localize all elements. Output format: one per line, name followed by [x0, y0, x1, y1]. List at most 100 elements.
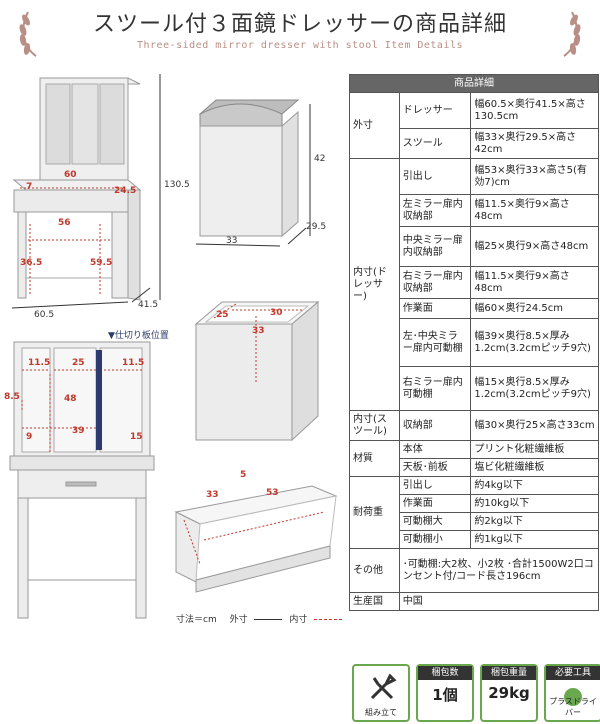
spec-val: 中国 — [398, 592, 600, 611]
dim-leg-gap: 56 — [58, 218, 71, 228]
spec-val: 約2kg以下 — [470, 512, 599, 531]
assembly-caption: 組み立て — [365, 708, 397, 717]
dim-drawer-width: 53 — [266, 488, 279, 498]
spec-val: ･可動棚:大2枚、小2枚 ･合計1500W2口コンセント付/コード長さ196cm — [398, 548, 600, 593]
dim-depth: 41.5 — [138, 300, 159, 310]
spec-val: 塩ビ化粧繊維板 — [470, 458, 599, 477]
laurel-left-icon — [19, 11, 37, 57]
product-illustrations — [9, 74, 338, 619]
package-count-value: 1個 — [432, 686, 458, 704]
spec-cat: その他 — [349, 548, 400, 593]
dim-drawer-height: 5 — [240, 470, 247, 480]
spec-sub: 引出し — [398, 476, 472, 495]
spec-val: 幅39×奥行8.5×厚み1.2cm(3.2cmピッチ9穴) — [470, 318, 599, 367]
spec-cat: 外寸 — [349, 92, 400, 159]
info-icons: 組み立て 梱包数 1個 梱包重量 29kg 必要工具 プラスドライバー — [352, 664, 600, 724]
screwdriver-icon — [564, 688, 582, 706]
dresser-front-illustration — [9, 341, 155, 619]
spec-sub: 作業面 — [398, 298, 472, 319]
package-weight-badge: 梱包重量 29kg — [480, 664, 538, 722]
dim-stool-depth: 29.5 — [306, 222, 327, 232]
dim-side: 24.5 — [114, 186, 137, 196]
spec-sub: 作業面 — [398, 494, 472, 513]
dim-counter-w: 39 — [72, 426, 85, 436]
spec-table: 商品詳細 外寸 ドレッサー 幅60.5×奥行41.5×高さ130.5cm スツー… — [349, 74, 600, 611]
spec-val: 幅11.5×奥行9×高さ48cm — [470, 194, 599, 227]
dim-stool-width: 33 — [226, 236, 238, 246]
spec-sub: 右ミラー扉内可動棚 — [398, 366, 472, 411]
spec-sub: 天板･前板 — [398, 458, 472, 477]
inner-label: 内寸 — [289, 615, 308, 625]
dim-box-depth: 25 — [216, 310, 229, 320]
spec-val: 約10kg以下 — [470, 494, 599, 513]
page-header: スツール付３面鏡ドレッサーの商品詳細 Three-sided mirror dr… — [0, 0, 600, 64]
required-tools-badge: 必要工具 プラスドライバー — [544, 664, 600, 722]
dim-center-w: 25 — [72, 358, 85, 368]
spec-cat: 内寸(スツール) — [349, 410, 400, 441]
spec-sub: 右ミラー扉内収納部 — [398, 266, 472, 299]
spec-val: 幅15×奥行8.5×厚み1.2cm(3.2cmピッチ9穴) — [470, 366, 599, 411]
spec-cat: 材質 — [349, 440, 400, 477]
page-subtitle: Three-sided mirror dresser with stool It… — [136, 40, 464, 51]
page-title: スツール付３面鏡ドレッサーの商品詳細 — [92, 12, 507, 37]
dim-shelf-h: 48 — [64, 394, 77, 404]
spec-sub: 中央ミラー扉内収納部 — [398, 226, 472, 267]
package-weight-head: 梱包重量 — [482, 666, 536, 680]
dim-bottom-l: 9 — [26, 432, 33, 442]
package-count-head: 梱包数 — [418, 666, 472, 680]
drawer-illustration — [174, 485, 338, 593]
dim-width: 60.5 — [34, 310, 55, 320]
required-tools-caption: プラスドライバー — [549, 697, 597, 717]
assembly-badge: 組み立て — [352, 664, 410, 722]
spec-cat: 耐荷重 — [349, 476, 400, 549]
package-count-badge: 梱包数 1個 — [416, 664, 474, 722]
spec-cat: 生産国 — [349, 592, 400, 611]
dim-right-w: 11.5 — [122, 358, 145, 368]
spec-val: 幅11.5×奥行9×高さ48cm — [470, 266, 599, 299]
spec-sub: 本体 — [398, 440, 472, 459]
dim-gap: 8.5 — [4, 392, 20, 402]
illustration-panel: 130.5 60 24.5 7 56 36.5 59.5 60.5 41.5 4… — [0, 64, 348, 654]
inner-line — [314, 619, 343, 620]
spec-header: 商品詳細 — [349, 74, 599, 93]
spec-val: 幅33×奥行29.5×高さ42cm — [470, 128, 599, 159]
spec-sub: ドレッサー — [398, 92, 472, 129]
spec-val: プリント化粧繊維板 — [470, 440, 599, 459]
spec-sub: 収納部 — [398, 410, 472, 441]
partition-note: ▼仕切り板位置 — [108, 331, 169, 341]
spec-val: 幅60.5×奥行41.5×高さ130.5cm — [470, 92, 599, 129]
dim-box-width: 30 — [270, 308, 283, 318]
spec-sub: 左ミラー扉内収納部 — [398, 194, 472, 227]
dim-bottom-r: 15 — [130, 432, 143, 442]
outer-line — [254, 619, 283, 620]
spec-sub: 可動棚大 — [398, 512, 472, 531]
dim-knee-h: 36.5 — [20, 258, 43, 268]
spec-cat: 内寸(ドレッサー) — [349, 158, 400, 411]
outer-label: 外寸 — [229, 615, 248, 625]
spec-val: 約4kg以下 — [470, 476, 599, 495]
dim-stool-height: 42 — [314, 154, 326, 164]
dim-box-height: 33 — [252, 326, 265, 336]
laurel-right-icon — [563, 11, 581, 57]
package-weight-value: 29kg — [488, 684, 530, 702]
unit-note: 寸法＝cm — [176, 615, 217, 625]
spec-val: 幅53×奥行33×高さ5(有効7)cm — [470, 158, 599, 195]
spec-val: 幅25×奥行9×高さ48cm — [470, 226, 599, 267]
spec-val: 幅60×奥行24.5cm — [470, 298, 599, 319]
spec-sub: 可動棚小 — [398, 530, 472, 549]
spec-sub: 左･中央ミラー扉内可動棚 — [398, 318, 472, 367]
dim-width-inner: 60 — [64, 170, 77, 180]
unit-legend: 寸法＝cm 外寸 内寸 — [176, 612, 343, 625]
stool-illustration — [198, 99, 300, 238]
dim-drawer-h: 7 — [26, 182, 33, 192]
dim-inner-h: 59.5 — [90, 258, 113, 268]
spec-sub: 引出し — [398, 158, 472, 195]
dim-height: 130.5 — [164, 180, 190, 190]
dim-drawer-depth: 33 — [206, 490, 219, 500]
spec-val: 約1kg以下 — [470, 530, 599, 549]
stool-box-illustration — [194, 300, 320, 442]
spec-sub: スツール — [398, 128, 472, 159]
tools-icon — [370, 673, 397, 700]
required-tools-head: 必要工具 — [546, 666, 600, 680]
dresser-3d-illustration — [12, 77, 142, 301]
